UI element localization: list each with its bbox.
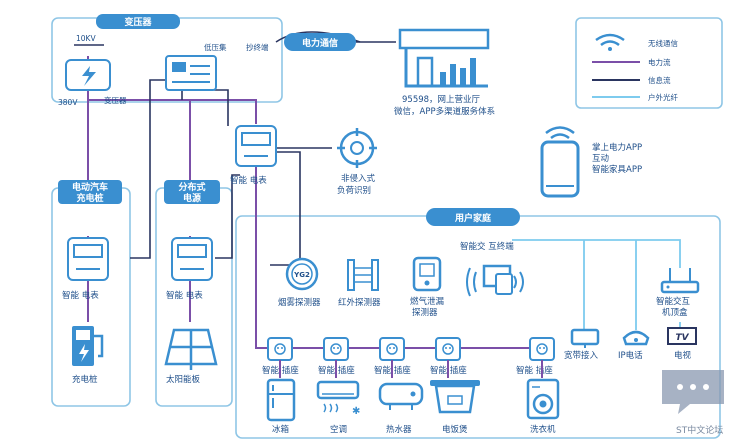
app-line1: 掌上电力APP xyxy=(592,142,642,153)
legend-label-1: 电力流 xyxy=(648,57,671,67)
legend-frame xyxy=(575,17,723,109)
socket-label-4: 智能 插座 xyxy=(516,365,553,376)
transformer-title: 变压器 xyxy=(124,16,152,28)
appliance-label-2: 热水器 xyxy=(386,424,412,435)
interaction-terminal-label: 智能交 互终端 xyxy=(460,241,514,252)
ev-title-line1: 电动汽车 xyxy=(72,181,108,193)
power-branches xyxy=(279,340,449,348)
svg-text:✱: ✱ xyxy=(352,406,360,417)
home-title: 用户家庭 xyxy=(454,212,492,224)
wifi-icon xyxy=(595,33,625,51)
intrusion-line1: 非侵入式 xyxy=(341,173,376,184)
distributed-title-line1: 分布式 xyxy=(178,181,205,193)
appliance-label-4: 洗衣机 xyxy=(530,424,556,435)
fiber-line-top xyxy=(512,239,681,268)
smoke-detector-icon: YG2 xyxy=(285,257,319,291)
infrared-label: 红外探测器 xyxy=(338,297,381,308)
smoke-icon-text: YG2 xyxy=(293,271,310,279)
tv-label: 电视 xyxy=(674,350,692,361)
charger-label: 充电桩 xyxy=(72,374,98,385)
tv-icon-text: TV xyxy=(675,333,689,343)
air-conditioner-icon: ✱ xyxy=(316,380,360,417)
main-meter-icon xyxy=(235,125,277,167)
broadband-label: 宽带接入 xyxy=(564,350,599,361)
distributed-title-line2: 电源 xyxy=(183,192,201,204)
socket-icon xyxy=(267,337,293,361)
power-line-home xyxy=(255,165,540,349)
gas-label-line2: 探测器 xyxy=(412,307,438,318)
distributed-title-pill xyxy=(164,180,220,204)
voltage-low: 380V xyxy=(58,98,78,107)
power-comm-title: 电力通信 xyxy=(302,37,338,49)
washing-machine-icon xyxy=(526,378,560,420)
info-line-ev xyxy=(130,79,166,259)
concentrator-icon xyxy=(165,55,217,91)
appliance-label-3: 电饭煲 xyxy=(442,424,468,435)
business-hall-line2: 微信，APP多渠道服务体系 xyxy=(394,106,495,117)
transformer-icon xyxy=(65,59,111,91)
app-line3: 智能家具APP xyxy=(592,164,642,175)
broadband-icon xyxy=(570,328,600,348)
socket-icon xyxy=(529,337,555,361)
rice-cooker-icon xyxy=(430,380,480,414)
phone-app-icon xyxy=(540,126,580,198)
socket-icon xyxy=(435,337,461,361)
gas-detector-icon xyxy=(412,256,442,292)
transformer-title-pill xyxy=(96,14,180,29)
socket-icon xyxy=(323,337,349,361)
intrusion-icon xyxy=(337,128,377,168)
intrusion-line2: 负荷识别 xyxy=(337,185,371,196)
legend: 无线通信 电力流 信息流 户外光纤 xyxy=(592,33,678,102)
transformer-label: 变压器 xyxy=(104,95,127,105)
solar-panel-icon xyxy=(164,328,218,370)
solar-meter-icon xyxy=(171,237,213,281)
solar-label: 太阳能板 xyxy=(166,374,201,385)
charger-icon xyxy=(72,326,104,366)
info-line-distributed xyxy=(215,174,240,259)
concentrator-label: 低压集 xyxy=(204,42,227,52)
ev-title-pill xyxy=(58,180,122,204)
home-title-pill xyxy=(426,208,520,226)
ev-title-line2: 充电桩 xyxy=(76,192,103,204)
ev-meter-label: 智能 电表 xyxy=(62,290,99,301)
gas-label-line1: 燃气泄漏 xyxy=(410,296,445,307)
solar-meter-label: 智能 电表 xyxy=(166,290,203,301)
business-hall-icon xyxy=(398,28,490,88)
info-line-home xyxy=(270,151,301,266)
set-top-box-icon xyxy=(660,268,700,294)
info-line-meter xyxy=(214,89,229,126)
main-meter-label: 智能 电表 xyxy=(230,175,267,186)
business-hall-line1: 95598，网上营业厅 xyxy=(402,94,481,105)
power-comm-pill xyxy=(284,33,356,51)
legend-label-0: 无线通信 xyxy=(648,38,678,48)
set-top-label-line2: 机顶盒 xyxy=(662,307,688,318)
set-top-label-line1: 智能交互 xyxy=(656,296,691,307)
ev-meter-icon xyxy=(67,237,109,281)
power-line-distributed xyxy=(88,99,191,188)
fiber-line-drops xyxy=(583,240,637,330)
voltage-high: 10KV xyxy=(76,34,96,43)
legend-label-3: 户外光纤 xyxy=(648,92,678,102)
fridge-icon xyxy=(266,378,296,422)
app-line2: 互动 xyxy=(592,153,610,164)
watermark-logo xyxy=(662,370,724,414)
smoke-label: 烟雾探测器 xyxy=(278,297,321,308)
appliance-label-1: 空调 xyxy=(330,424,347,435)
socket-icon xyxy=(379,337,405,361)
watermark-text: ST中文论坛 xyxy=(676,424,723,436)
interaction-terminal-icon xyxy=(466,264,524,297)
appliance-label-0: 冰箱 xyxy=(272,424,290,435)
power-line-main xyxy=(190,99,257,124)
legend-label-2: 信息流 xyxy=(648,75,671,85)
infrared-detector-icon xyxy=(347,259,379,291)
tv-icon: TV xyxy=(667,327,697,345)
collector-label: 抄终端 xyxy=(246,42,269,52)
ip-phone-label: IP电话 xyxy=(618,350,643,361)
water-heater-icon xyxy=(378,382,424,410)
ip-phone-icon xyxy=(622,330,650,346)
